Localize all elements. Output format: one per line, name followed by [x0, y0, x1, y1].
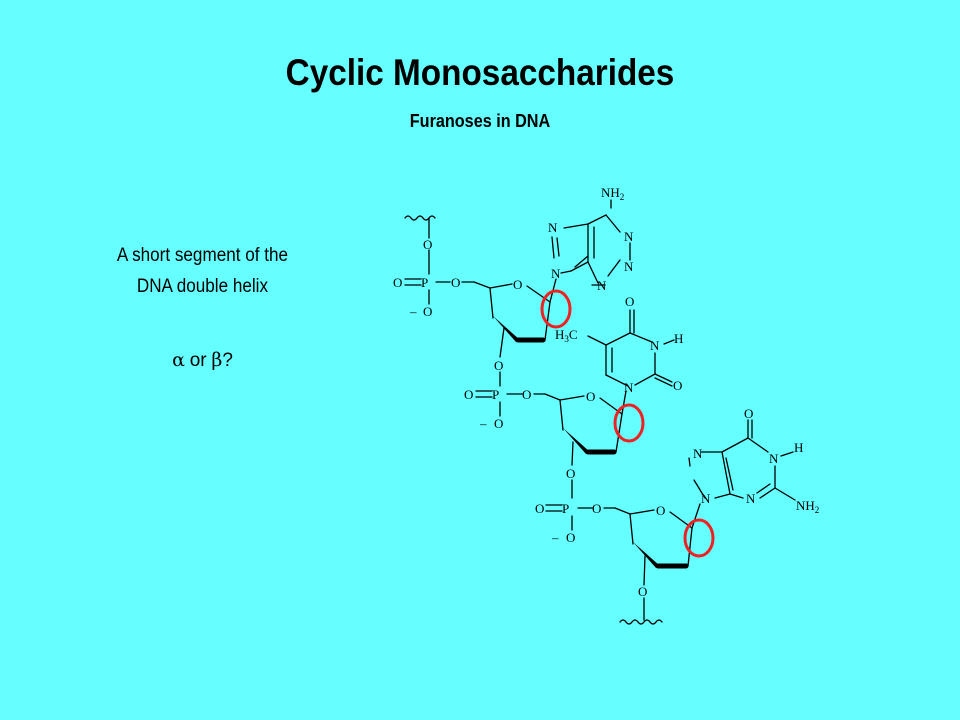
- atom-o: O: [423, 237, 432, 252]
- guanine-base: [688, 419, 796, 501]
- atom-n: N: [693, 446, 703, 461]
- alpha-beta-question: α or β?: [60, 349, 345, 372]
- atom-labels: O P O O – O O O NH2 N N N N N O H3C N H …: [393, 185, 819, 599]
- atom-o: O: [451, 275, 460, 290]
- atom-o: O: [494, 358, 503, 373]
- atom-o: O: [566, 466, 575, 481]
- backbone-3: [545, 503, 701, 625]
- amino-group: NH2: [601, 185, 624, 202]
- atom-h: H: [794, 440, 803, 455]
- atom-o: O: [625, 294, 634, 309]
- atom-o: O: [744, 406, 753, 421]
- thymine-base: [587, 309, 675, 387]
- backbone-1: [404, 215, 557, 387]
- anomeric-carbon-highlight-2: [613, 403, 645, 443]
- atom-o: O: [566, 530, 575, 545]
- anomeric-carbon-highlight-3: [683, 518, 715, 558]
- atom-o: O: [393, 275, 402, 290]
- atom-p: P: [421, 275, 428, 290]
- atom-n: N: [551, 266, 561, 281]
- atom-o: O: [535, 501, 544, 516]
- atom-n: N: [624, 259, 634, 274]
- atom-o: O: [586, 389, 595, 404]
- atom-n: N: [746, 491, 756, 506]
- atom-p: P: [492, 387, 499, 402]
- minus-sign: –: [479, 416, 487, 431]
- page-subtitle: Furanoses in DNA: [409, 111, 551, 131]
- atom-o: O: [513, 277, 522, 292]
- caption-line-1: A short segment of the: [116, 245, 289, 266]
- or-word: or: [189, 350, 207, 371]
- chain-break-top: [404, 215, 436, 221]
- atom-o: O: [592, 501, 601, 516]
- adenine-base: [551, 199, 631, 286]
- atom-o: O: [673, 378, 682, 393]
- question-mark: ?: [222, 350, 233, 371]
- atom-n: N: [548, 220, 558, 235]
- atom-n: N: [701, 491, 711, 506]
- atom-h: H: [674, 331, 683, 346]
- atom-n: N: [597, 278, 607, 293]
- backbone-2: [475, 390, 627, 499]
- beta-symbol: β: [211, 349, 223, 371]
- atom-n: N: [624, 229, 634, 244]
- alpha-symbol: α: [172, 349, 185, 371]
- atom-o: O: [494, 416, 503, 431]
- minus-sign: –: [551, 530, 559, 545]
- methyl-group: H3C: [555, 327, 578, 344]
- atom-o: O: [656, 503, 665, 518]
- atom-o: O: [423, 304, 432, 319]
- atom-n: N: [769, 451, 779, 466]
- atom-o: O: [638, 584, 647, 599]
- atom-n: N: [650, 338, 660, 353]
- anomeric-carbon-highlight-1: [540, 289, 572, 329]
- chain-break-bottom: [619, 619, 663, 625]
- caption: A short segment of the DNA double helix: [74, 240, 331, 302]
- atom-n: N: [624, 380, 634, 395]
- minus-sign: –: [409, 304, 417, 319]
- caption-line-2: DNA double helix: [136, 276, 269, 297]
- amino-group: NH2: [796, 498, 819, 515]
- atom-o: O: [464, 387, 473, 402]
- page-title: Cyclic Monosaccharides: [285, 52, 675, 93]
- atom-o: O: [522, 387, 531, 402]
- atom-p: P: [562, 501, 569, 516]
